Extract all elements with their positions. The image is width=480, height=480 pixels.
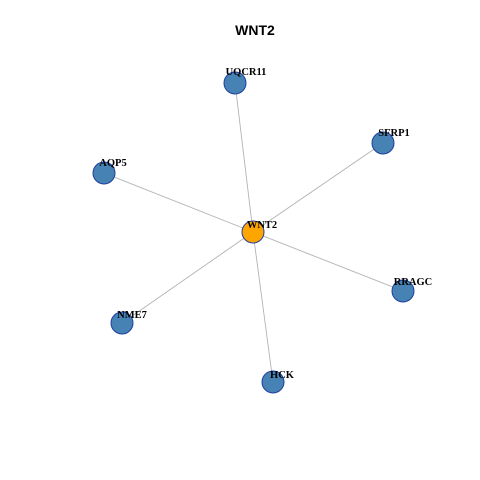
graph-title: WNT2: [235, 22, 275, 38]
node-wnt2: WNT2: [241, 220, 277, 244]
node-label-sfrp1: SFRP1: [378, 128, 410, 139]
edge-wnt2-sfrp1: [252, 142, 384, 233]
edge-wnt2-uqcr11: [234, 82, 254, 233]
node-circle-nme7: [110, 311, 134, 335]
node-label-rragc: RRAGC: [394, 277, 433, 288]
node-circle-aqp5: [92, 161, 116, 185]
node-sfrp1: SFRP1: [371, 128, 410, 155]
node-nme7: NME7: [110, 310, 147, 335]
node-circle-wnt2: [241, 220, 265, 244]
edge-wnt2-nme7: [121, 231, 254, 324]
node-hck: HCK: [261, 370, 295, 394]
node-circle-uqcr11: [223, 71, 247, 95]
node-circle-rragc: [391, 279, 415, 303]
node-label-hck: HCK: [270, 370, 295, 381]
node-circle-hck: [261, 370, 285, 394]
edge-layer: [103, 82, 404, 383]
edge-wnt2-rragc: [252, 231, 404, 292]
node-uqcr11: UQCR11: [223, 67, 267, 95]
node-aqp5: AQP5: [92, 158, 127, 185]
node-label-uqcr11: UQCR11: [226, 67, 267, 78]
node-rragc: RRAGC: [391, 277, 433, 303]
edge-wnt2-hck: [252, 231, 274, 383]
node-label-wnt2: WNT2: [247, 220, 277, 231]
edge-wnt2-aqp5: [103, 172, 254, 233]
node-label-aqp5: AQP5: [99, 158, 126, 169]
node-circle-sfrp1: [371, 131, 395, 155]
node-label-nme7: NME7: [117, 310, 147, 321]
